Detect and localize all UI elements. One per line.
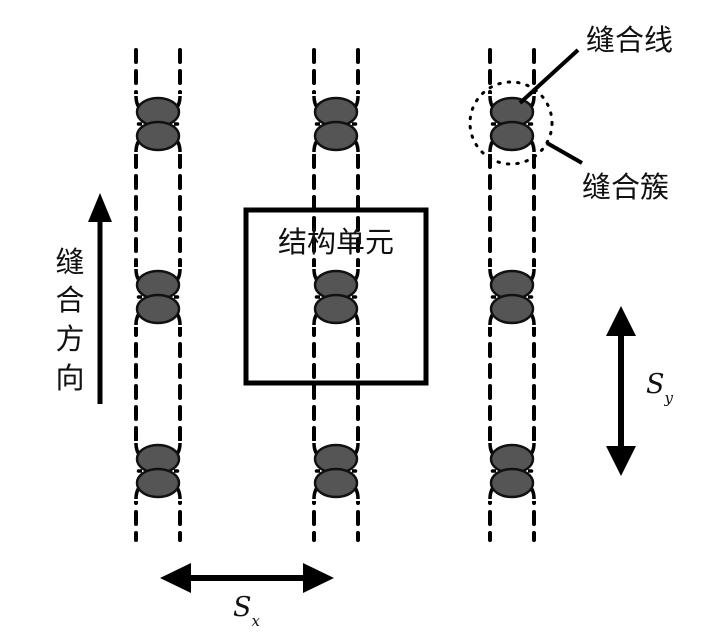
stitch-ellipse bbox=[135, 293, 181, 325]
spacing-y-arrowhead-top bbox=[606, 306, 636, 336]
stitch-cluster-callout bbox=[546, 141, 583, 165]
spacing-x-arrowhead-left bbox=[160, 563, 191, 593]
stitch-cluster bbox=[310, 267, 362, 327]
stitch-cluster bbox=[486, 94, 538, 154]
stitch-clusters bbox=[132, 94, 538, 501]
stitch-ellipse bbox=[489, 293, 535, 325]
unit-cell-label: 结构单元 bbox=[278, 225, 394, 259]
stitch-line-label: 缝合线 bbox=[586, 23, 673, 57]
svg-text:向: 向 bbox=[55, 361, 84, 395]
spacing-x-label: Sx bbox=[233, 592, 261, 630]
svg-text:方: 方 bbox=[55, 322, 84, 356]
stitch-ellipse bbox=[489, 467, 535, 499]
stitch-ellipse bbox=[313, 467, 359, 499]
stitch-cluster bbox=[310, 441, 362, 501]
stitch-direction-arrowhead bbox=[88, 193, 112, 222]
stitch-direction-label: 缝 合 方 向 bbox=[55, 245, 84, 395]
stitch-ellipse bbox=[135, 467, 181, 499]
stitch-cluster bbox=[310, 94, 362, 154]
stitch-cluster bbox=[132, 267, 184, 327]
stitch-cluster bbox=[132, 441, 184, 501]
stitch-cluster bbox=[132, 94, 184, 154]
stitch-cluster bbox=[486, 267, 538, 327]
stitch-ellipse bbox=[313, 293, 359, 325]
svg-text:合: 合 bbox=[55, 283, 84, 317]
svg-text:缝: 缝 bbox=[55, 245, 84, 279]
stitch-ellipse bbox=[489, 120, 535, 152]
cluster-highlight-circle bbox=[468, 80, 554, 166]
spacing-y-arrowhead-bottom bbox=[606, 446, 636, 476]
spacing-x-arrowhead-right bbox=[303, 563, 334, 593]
stitch-ellipse bbox=[135, 120, 181, 152]
stitch-cluster-label: 缝合簇 bbox=[582, 170, 669, 204]
spacing-y-label: Sy bbox=[646, 369, 674, 407]
unit-cell-box bbox=[243, 207, 429, 386]
stitch-cluster bbox=[486, 441, 538, 501]
stitch-ellipse bbox=[313, 120, 359, 152]
stitch-line-callout bbox=[518, 48, 580, 105]
